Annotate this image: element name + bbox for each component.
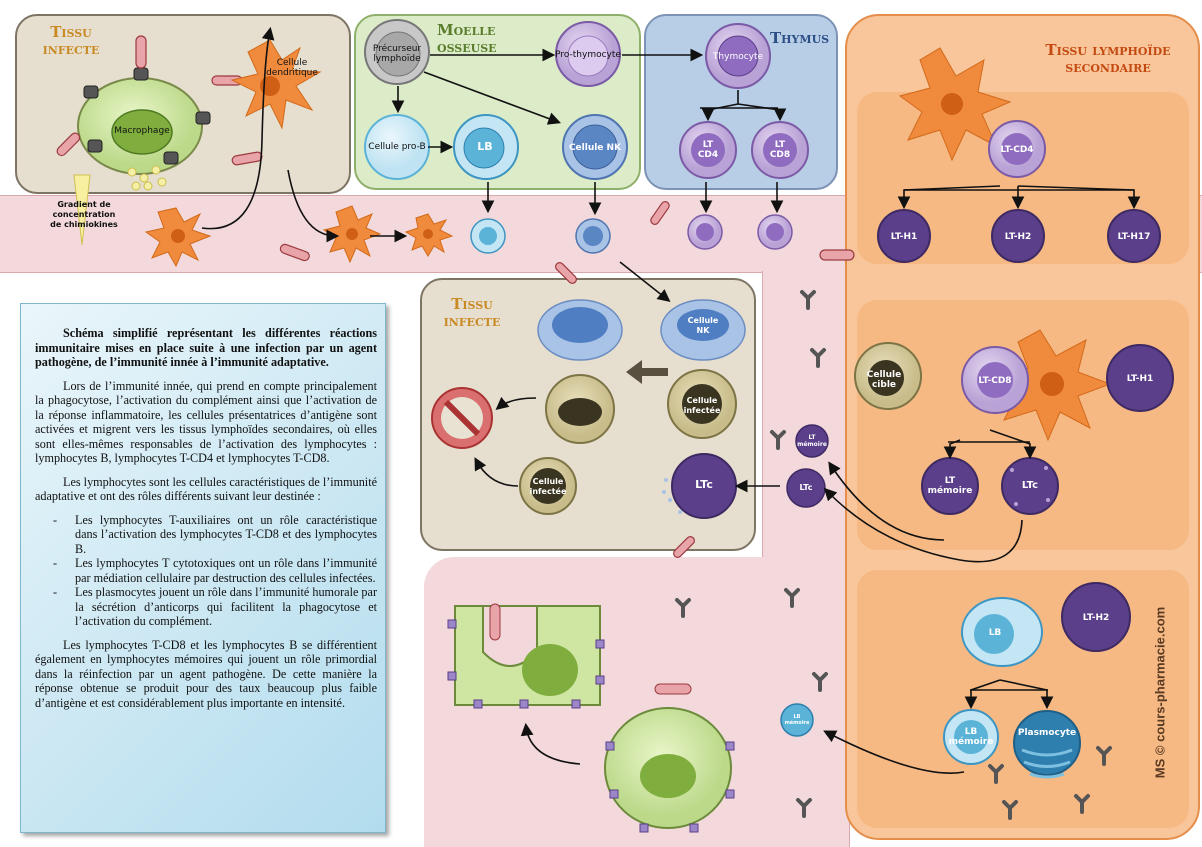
label-lt-h1-right: LT-H1: [1126, 374, 1154, 384]
label-lt-memoire-vessel: LT mémoire: [797, 434, 827, 448]
description-p2: Les lymphocytes sont les cellules caract…: [35, 474, 377, 504]
description-intro: Schéma simplifié représentant les différ…: [35, 326, 377, 369]
label-lt-h1: LT-H1: [890, 232, 918, 242]
label-lt-h2: LT-H2: [1004, 232, 1032, 242]
label-cellule-nk: Cellule NK: [568, 143, 622, 153]
label-lt-cd4-right: LT-CD4: [1000, 145, 1034, 155]
label-lt-cd8: LT CD8: [769, 140, 791, 160]
list-item: Les lymphocytes T-auxiliaires ont un rôl…: [53, 513, 377, 557]
label-cellule-infectee-2: Cellule infectée: [529, 477, 567, 496]
label-lt-cd4: LT CD4: [697, 140, 719, 160]
label-ltc-mid: LTc: [695, 478, 713, 491]
description-p1: Lors de l’immunité innée, qui prend en c…: [35, 378, 377, 466]
label-lt-memoire: LT mémoire: [927, 476, 973, 496]
subpanel-cd8: [857, 300, 1189, 550]
description-p3: Les lymphocytes T-CD8 et les lymphocytes…: [35, 637, 377, 710]
blood-vessel-pocket: [424, 557, 770, 847]
label-cellule-nk-mid: Cellule NK: [687, 316, 719, 335]
label-macrophage: Macrophage: [114, 126, 170, 136]
label-lb-right: LB: [988, 628, 1002, 638]
list-item: Les lymphocytes T cytotoxiques ont un rô…: [53, 556, 377, 585]
label-gradient: Gradient de concentration de chimiokines: [50, 200, 118, 229]
label-cellule-infectee-1: Cellule infectée: [683, 396, 721, 415]
title-tissu-infecte-mid: Tissu infecte: [443, 295, 501, 330]
label-lb-memoire-vessel: LB mémoire: [784, 714, 810, 726]
label-lb-memoire: LB mémoire: [948, 727, 994, 747]
title-tissu-lymphoide: Tissu lymphoïde secondaire: [1045, 41, 1171, 76]
label-cellule-dendritique: Cellule dendritique: [266, 58, 318, 78]
title-moelle-osseuse: Moelle osseuse: [437, 21, 497, 56]
watermark-text: MS © cours-pharmacie.com: [1152, 606, 1168, 779]
description-box: Schéma simplifié représentant les différ…: [20, 303, 386, 833]
label-lb: LB: [477, 140, 493, 153]
label-ltc-vessel: LTc: [799, 483, 813, 492]
title-thymus: Thymus: [770, 29, 830, 47]
label-precurseur: Précurseur lymphoïde: [372, 44, 422, 64]
label-lt-h2-right: LT-H2: [1082, 613, 1110, 623]
subpanel-b: [857, 570, 1189, 828]
title-tissu-infecte-top: Tissu infecte: [42, 23, 100, 58]
list-item: Les plasmocytes jouent un rôle dans l’im…: [53, 585, 377, 629]
label-lt-cd8-right: LT-CD8: [978, 376, 1012, 386]
label-plasmocyte: Plasmocyte: [1017, 728, 1077, 738]
description-list: Les lymphocytes T-auxiliaires ont un rôl…: [35, 513, 377, 629]
label-cellule-cible: Cellule cible: [866, 370, 902, 390]
label-pro-thymocyte: Pro-thymocyte: [555, 50, 621, 60]
watermark: MS © cours-pharmacie.com: [1150, 585, 1170, 810]
label-cellule-pro-b: Cellule pro-B: [368, 142, 426, 152]
label-thymocyte: Thymocyte: [712, 52, 764, 62]
label-ltc: LTc: [1021, 480, 1039, 491]
label-lt-h17: LT-H17: [1117, 232, 1151, 242]
blood-vessel-vertical: [762, 271, 850, 847]
